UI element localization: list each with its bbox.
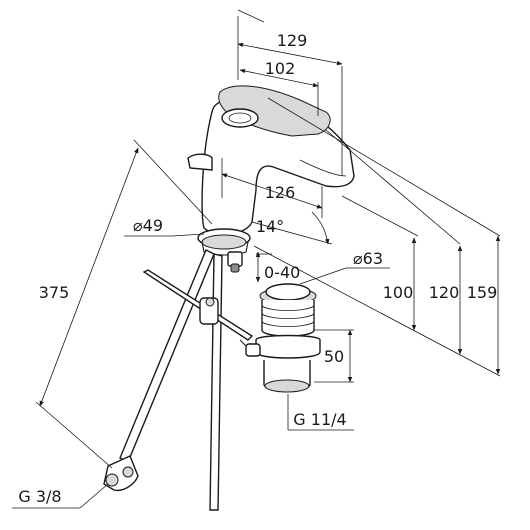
dim-lever-length: 126 xyxy=(265,183,296,202)
dim-hose-thread: G 3/8 xyxy=(18,487,61,506)
dim-width-overall: 129 xyxy=(277,31,308,50)
drain-assembly xyxy=(245,283,321,393)
rear-plate xyxy=(187,153,213,171)
dim-thickness-range: 0-40 xyxy=(264,263,300,282)
dim-drain-depth: 50 xyxy=(324,347,344,366)
supply-hoses xyxy=(103,249,223,511)
dim-body-diameter: ⌀49 xyxy=(133,216,163,235)
dim-spout-reach: 102 xyxy=(265,59,296,78)
drain-cap xyxy=(265,283,311,301)
pop-up-rod xyxy=(142,269,257,357)
dim-hose-length: 375 xyxy=(39,283,70,302)
dim-spout-height: 100 xyxy=(383,283,414,302)
lever-cap xyxy=(221,108,259,128)
dim-lever-angle: 14° xyxy=(256,217,284,236)
dim-total-height: 159 xyxy=(467,283,498,302)
dim-drain-thread: G 11/4 xyxy=(293,410,346,429)
dim-drain-diameter: ⌀63 xyxy=(353,249,383,268)
dimension-labels: 129 102 126 ⌀49 14° 0-40 ⌀63 100 120 159… xyxy=(18,31,497,506)
faucet-body xyxy=(187,85,355,273)
dimension-lines xyxy=(12,9,501,509)
dim-lever-height: 120 xyxy=(429,283,460,302)
